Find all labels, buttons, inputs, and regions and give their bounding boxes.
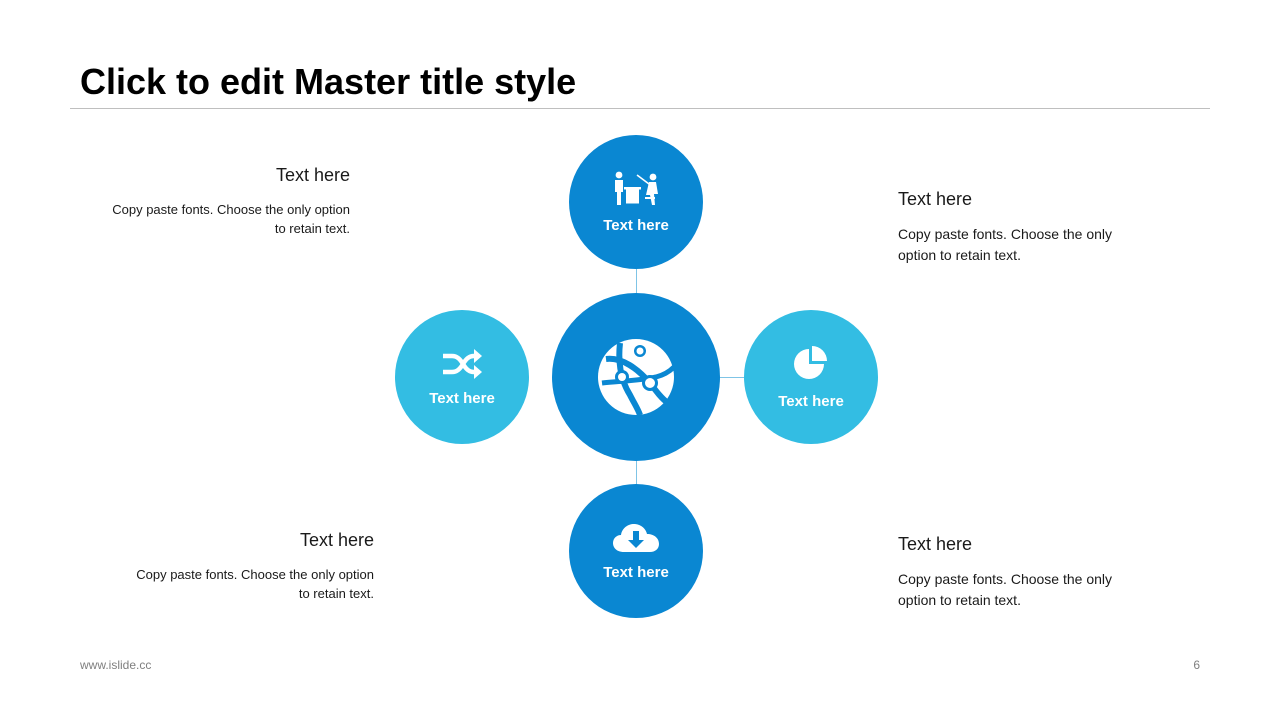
node-top: Text here: [569, 135, 703, 269]
footer-website: www.islide.cc: [80, 658, 152, 672]
text-block-body: Copy paste fonts. Choose the only option…: [136, 567, 374, 601]
text-block-heading: Text here: [898, 534, 973, 554]
connector-right: [718, 377, 746, 378]
node-bottom: Text here: [569, 484, 703, 618]
node-right-label: Text here: [778, 392, 844, 410]
text-block-body: Copy paste fonts. Choose the only option…: [898, 226, 1113, 263]
text-block-heading: Text here: [275, 165, 350, 185]
node-top-label: Text here: [603, 216, 669, 234]
node-bottom-label: Text here: [603, 563, 669, 581]
node-left-label: Text here: [429, 389, 495, 407]
text-block-top-right: Text here Copy paste fonts. Choose the o…: [898, 188, 1138, 266]
connector-bottom: [636, 460, 637, 486]
connector-top: [636, 268, 637, 296]
text-block-heading: Text here: [898, 189, 973, 209]
node-center: [552, 293, 720, 461]
text-block-body: Copy paste fonts. Choose the only option…: [112, 202, 350, 236]
meeting-presentation-icon: [613, 171, 659, 207]
shuffle-icon: [441, 348, 483, 380]
node-left: Text here: [395, 310, 529, 444]
text-block-top-left: Text here Copy paste fonts. Choose the o…: [110, 164, 350, 238]
page-number: 6: [1193, 658, 1200, 672]
text-block-body: Copy paste fonts. Choose the only option…: [898, 571, 1113, 608]
text-block-heading: Text here: [299, 530, 374, 550]
text-block-bottom-right: Text here Copy paste fonts. Choose the o…: [898, 533, 1138, 611]
slide-title: Click to edit Master title style: [80, 61, 577, 102]
pie-chart-icon: [792, 345, 830, 383]
text-block-bottom-left: Text here Copy paste fonts. Choose the o…: [134, 529, 374, 603]
cloud-download-icon: [612, 522, 660, 554]
globe-network-icon: [596, 337, 676, 417]
title-divider: [70, 108, 1210, 109]
node-right: Text here: [744, 310, 878, 444]
